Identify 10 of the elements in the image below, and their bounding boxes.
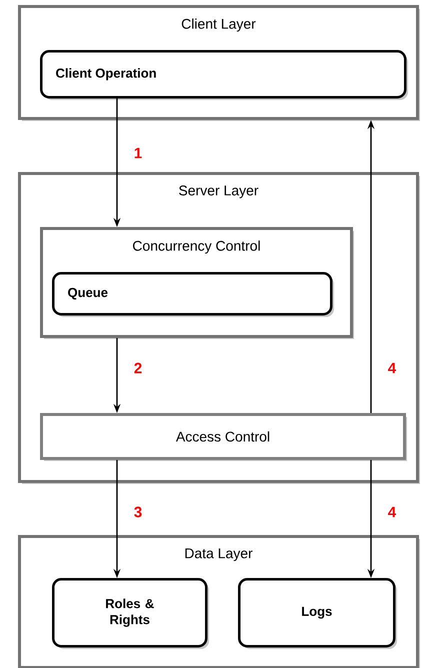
edge-label: 4 xyxy=(388,362,396,374)
rounded-box: Logs xyxy=(238,578,397,649)
rounded-box: Queue xyxy=(52,272,334,317)
edge-label: 1 xyxy=(134,148,142,158)
edge-label: 4 xyxy=(388,506,396,518)
edge-label: 3 xyxy=(134,506,142,518)
rounded-box: Roles & Rights xyxy=(52,578,209,649)
bar-box: Access Control xyxy=(40,413,407,461)
rounded-box: Client Operation xyxy=(40,50,408,100)
edge-label: 2 xyxy=(134,362,142,374)
